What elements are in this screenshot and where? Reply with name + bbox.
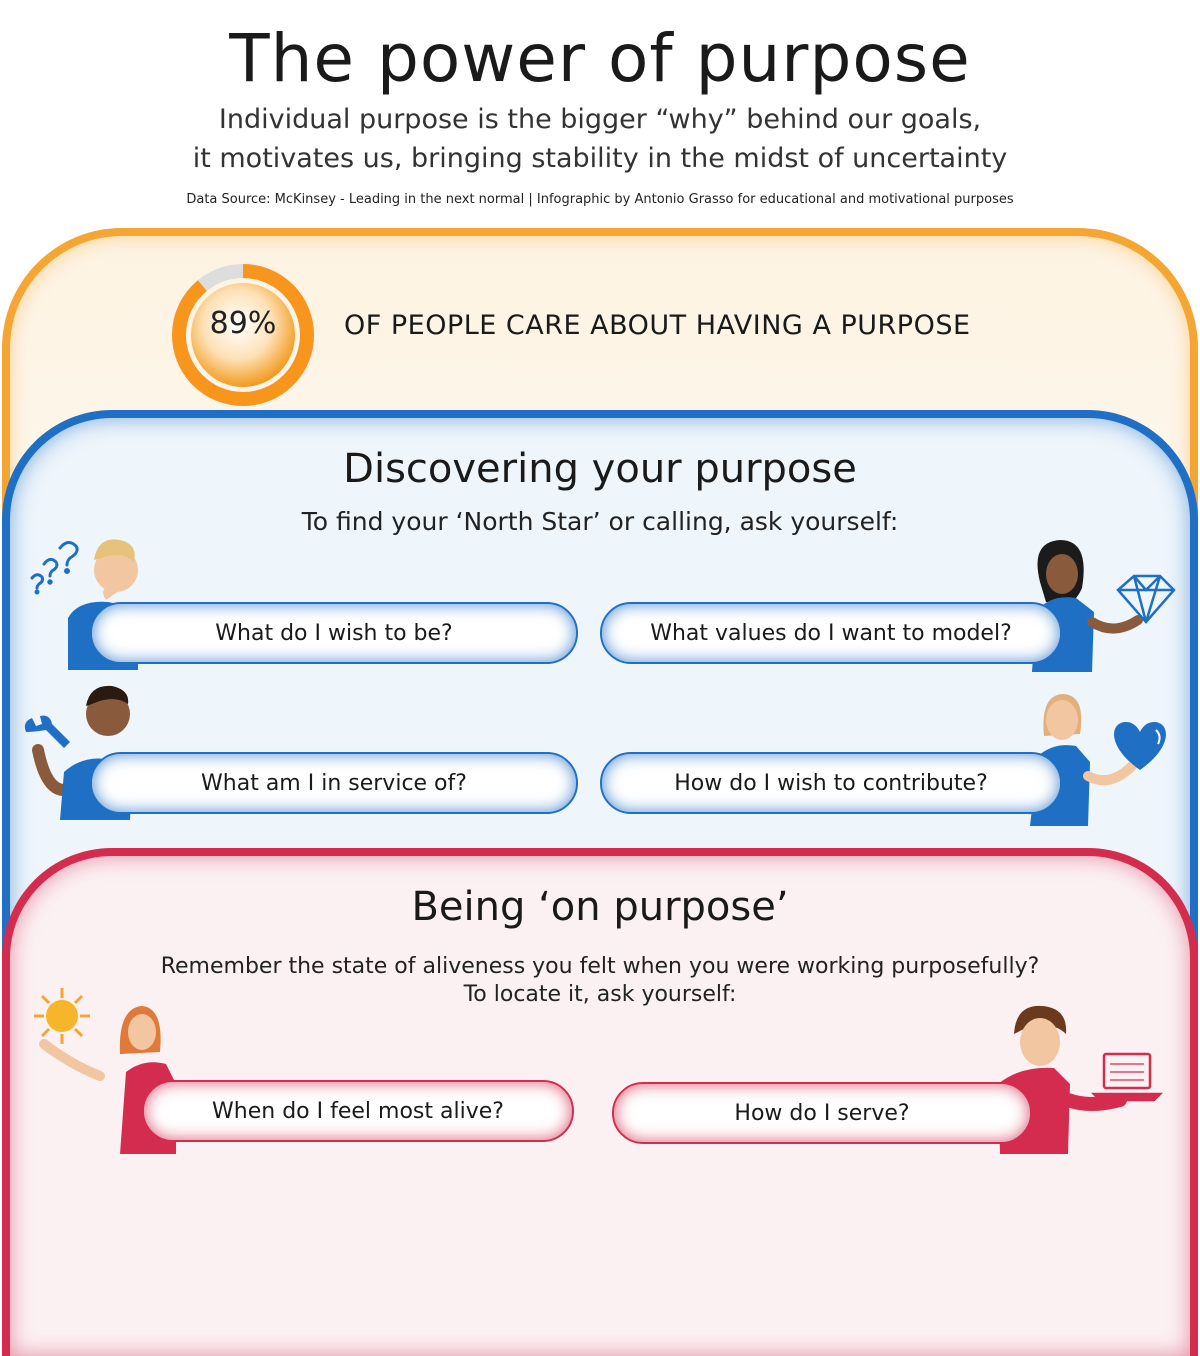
question-text: How do I serve?	[734, 1100, 910, 1126]
question-pill-feel-most-alive: When do I feel most alive?	[142, 1080, 574, 1142]
percentage-ring	[172, 264, 314, 406]
subtitle-line-2: it motivates us, bringing stability in t…	[192, 143, 1008, 174]
stat-text: OF PEOPLE CARE ABOUT HAVING A PURPOSE	[344, 310, 971, 341]
question-pill-how-do-i-serve: How do I serve?	[612, 1082, 1032, 1144]
question-pill-wish-to-contribute: How do I wish to contribute?	[600, 752, 1062, 814]
heart-icon	[1114, 722, 1166, 770]
question-text: What values do I want to model?	[650, 620, 1012, 646]
sun-icon	[34, 988, 90, 1044]
ring-center	[191, 283, 295, 387]
data-source-note: Data Source: McKinsey - Leading in the n…	[186, 192, 1014, 207]
laptop-icon	[1090, 1052, 1164, 1102]
question-text: What am I in service of?	[201, 770, 467, 796]
discovering-heading: Discovering your purpose	[343, 446, 857, 492]
on-purpose-heading: Being ‘on purpose’	[411, 884, 789, 930]
on-purpose-subheading-line-2: To locate it, ask yourself:	[463, 982, 737, 1007]
subtitle-line-1: Individual purpose is the bigger “why” b…	[218, 104, 982, 135]
wrench-icon	[24, 715, 70, 748]
question-pill-values-to-model: What values do I want to model?	[600, 602, 1062, 664]
on-purpose-subheading-line-1: Remember the state of aliveness you felt…	[160, 954, 1040, 979]
question-text: What do I wish to be?	[215, 620, 453, 646]
question-pill-wish-to-be: What do I wish to be?	[90, 602, 578, 664]
question-marks-icon	[30, 541, 79, 595]
discovering-subheading: To find your ‘North Star’ or calling, as…	[301, 507, 899, 536]
question-text: How do I wish to contribute?	[674, 770, 988, 796]
question-pill-in-service-of: What am I in service of?	[90, 752, 578, 814]
page-title: The power of purpose	[229, 20, 971, 97]
stat-value: 89%	[209, 306, 277, 341]
ring-progress	[172, 264, 314, 406]
diamond-icon	[1116, 574, 1176, 624]
question-text: When do I feel most alive?	[212, 1098, 504, 1124]
